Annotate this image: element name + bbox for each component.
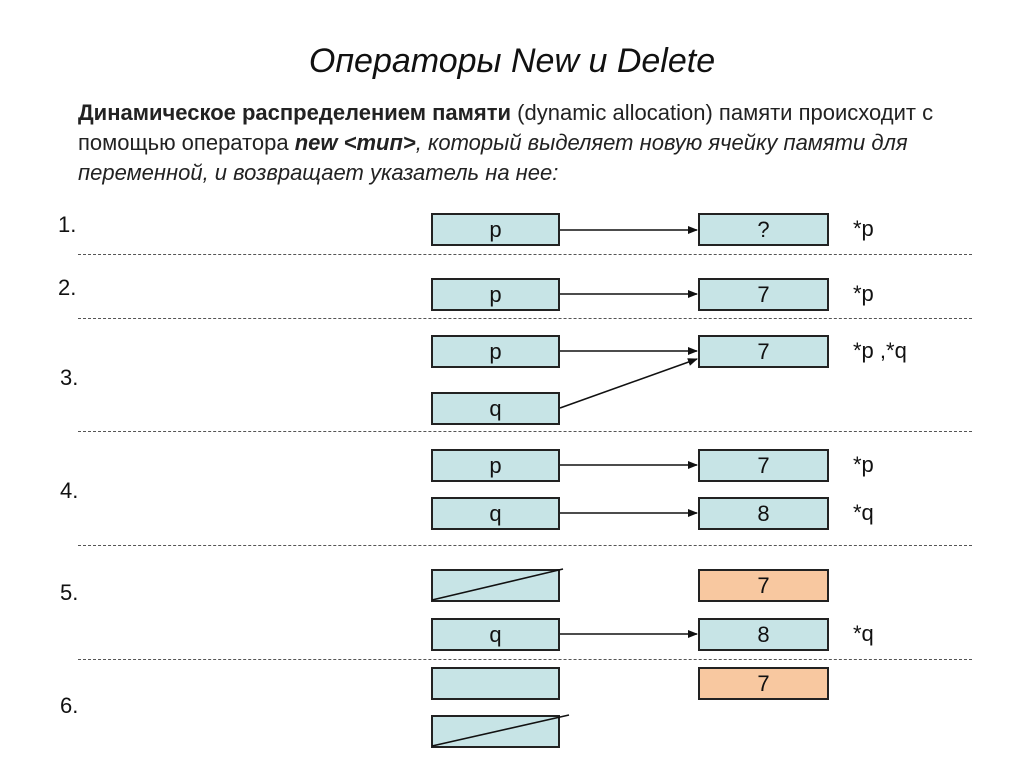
- step-1-number: 1.: [58, 212, 77, 237]
- step-5-deref-label-q: *q: [853, 621, 874, 646]
- separator-4: [78, 545, 972, 546]
- step-3-deref-label: *p ,*q: [853, 338, 907, 363]
- step-3-pointer-q: q: [431, 392, 560, 425]
- intro-bold: Динамическое распределением памяти: [78, 100, 512, 125]
- step-4-pointer-q: q: [431, 497, 560, 530]
- intro-paragraph: Динамическое распределением памяти (dyna…: [78, 98, 978, 188]
- step-4-memory-cell-p: 7: [698, 449, 829, 482]
- step-4-deref-label-q: *q: [853, 500, 874, 525]
- separator-3: [78, 431, 972, 432]
- step-5-number: 5.: [60, 580, 79, 605]
- step-2-pointer-p: p: [431, 278, 560, 311]
- slide-title: Операторы New и Delete: [308, 42, 716, 80]
- step-3-number: 3.: [60, 365, 79, 390]
- step-5-pointer-q: q: [431, 618, 560, 651]
- step-1-memory-cell: ?: [698, 213, 829, 246]
- step-2-number: 2.: [58, 275, 77, 300]
- intro-text-1: (dynamic allocation) памяти происходит с…: [78, 100, 934, 155]
- step-6-null-slash: [431, 714, 570, 747]
- step-3-pointer-p: p: [431, 335, 560, 368]
- step-3-memory-cell: 7: [698, 335, 829, 368]
- separator-2: [78, 318, 972, 319]
- separator-1: [78, 254, 972, 255]
- intro-code: new <тип>: [294, 130, 416, 155]
- step-4-pointer-p: p: [431, 449, 560, 482]
- step-2-memory-cell: 7: [698, 278, 829, 311]
- step-6-number: 6.: [60, 693, 79, 718]
- step-4-number: 4.: [60, 478, 79, 503]
- step-1-deref-label: *p: [853, 216, 874, 241]
- step-5-memory-cell-q: 8: [698, 618, 829, 651]
- step-4-memory-cell-q: 8: [698, 497, 829, 530]
- step-3-arrow-q: [559, 358, 698, 409]
- step-1-pointer-p: p: [431, 213, 560, 246]
- intro-text-2: , который выделяет новую ячейку памяти д…: [78, 130, 908, 185]
- intro-colon: :: [552, 160, 559, 185]
- step-4-deref-label-p: *p: [853, 452, 874, 477]
- step-5-null-slash: [431, 568, 564, 601]
- step-6-pointer-empty: [431, 667, 560, 700]
- step-5-freed-memory-cell: 7: [698, 569, 829, 602]
- separator-5: [78, 659, 972, 660]
- step-6-freed-memory-cell: 7: [698, 667, 829, 700]
- step-2-deref-label: *p: [853, 281, 874, 306]
